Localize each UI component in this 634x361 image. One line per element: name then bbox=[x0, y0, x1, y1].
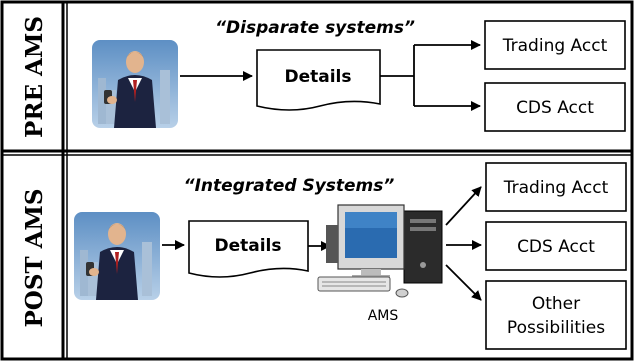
post-cds-acct-box: CDS Acct bbox=[485, 221, 627, 271]
businessman-icon bbox=[92, 40, 178, 128]
post-details-label: Details bbox=[214, 236, 281, 256]
post-caption: “Integrated Systems” bbox=[184, 176, 395, 196]
post-possibilities-label: Possibilities bbox=[507, 318, 605, 338]
ams-label: AMS bbox=[368, 308, 399, 324]
pre-ams-panel: Details “Disparate systems” Trading Acct… bbox=[92, 18, 626, 132]
pre-cds-acct-box: CDS Acct bbox=[484, 82, 626, 132]
pre-details-box: Details bbox=[256, 49, 381, 111]
post-other-possibilities-box: Other Possibilities bbox=[485, 280, 627, 350]
pre-cds-acct-label: CDS Acct bbox=[516, 98, 594, 118]
pre-details-label: Details bbox=[284, 67, 351, 87]
post-trading-acct-label: Trading Acct bbox=[503, 178, 609, 198]
pre-caption: “Disparate systems” bbox=[215, 18, 415, 38]
post-ams-panel: Details “Integrated Systems” AMS bbox=[74, 162, 627, 350]
post-details-box: Details bbox=[188, 220, 309, 278]
post-trading-acct-box: Trading Acct bbox=[485, 162, 627, 212]
pre-trading-acct-label: Trading Acct bbox=[502, 36, 608, 56]
pre-ams-side-label: PRE AMS bbox=[21, 16, 48, 138]
pre-branch-connector bbox=[380, 40, 481, 111]
post-ams-side-label: POST AMS bbox=[21, 189, 48, 328]
computer-icon bbox=[317, 204, 443, 298]
post-other-label: Other bbox=[532, 294, 580, 314]
post-cds-acct-label: CDS Acct bbox=[517, 237, 595, 257]
businessman-icon bbox=[74, 212, 160, 300]
post-fanout-arrows bbox=[445, 186, 482, 301]
pre-trading-acct-box: Trading Acct bbox=[484, 20, 626, 70]
